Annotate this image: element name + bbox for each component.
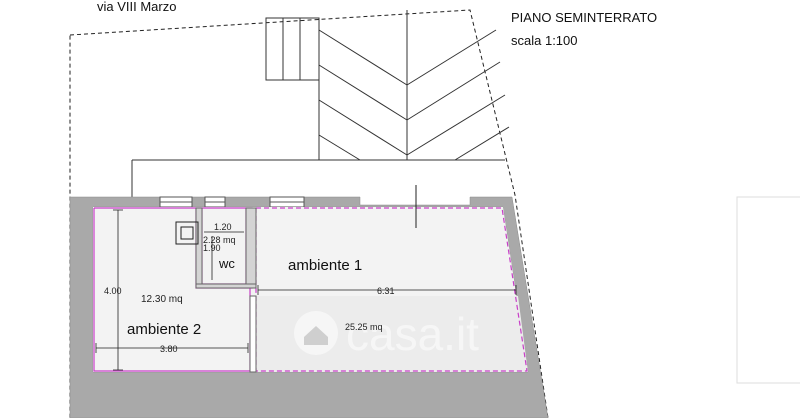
- adjacent-frame: [736, 196, 800, 384]
- plan-title: PIANO SEMINTERRATO: [511, 10, 657, 25]
- scale-label: scala 1:100: [511, 33, 578, 48]
- shaft-icon: [175, 221, 199, 245]
- room-area-ambiente-2: 12.30 mq: [141, 294, 183, 305]
- watermark-text: casa.it: [346, 308, 479, 360]
- room-name-wc: wc: [218, 256, 235, 271]
- watermark-logo: casa.it: [294, 308, 479, 360]
- partitions: [195, 207, 257, 373]
- room-area-ambiente-1: 25.25 mq: [345, 322, 383, 332]
- room-name-ambiente-2: ambiente 2: [127, 321, 201, 338]
- dim-wc-width: 1.20: [214, 222, 232, 232]
- street-label: via VIII Marzo: [97, 0, 176, 14]
- external-stairs: [265, 17, 320, 81]
- dim-ambiente-2-depth: 4.00: [104, 286, 122, 296]
- room-area-wc: 2.28 mq: [203, 235, 236, 245]
- room-name-ambiente-1: ambiente 1: [288, 257, 362, 274]
- dim-ambiente-1-width: 6.31: [377, 286, 395, 296]
- dim-ambiente-2-width: 3.80: [160, 344, 178, 354]
- dim-wc-depth: 1.90: [203, 243, 221, 253]
- access-ramp: [131, 10, 510, 197]
- dimension-lines: [95, 209, 517, 371]
